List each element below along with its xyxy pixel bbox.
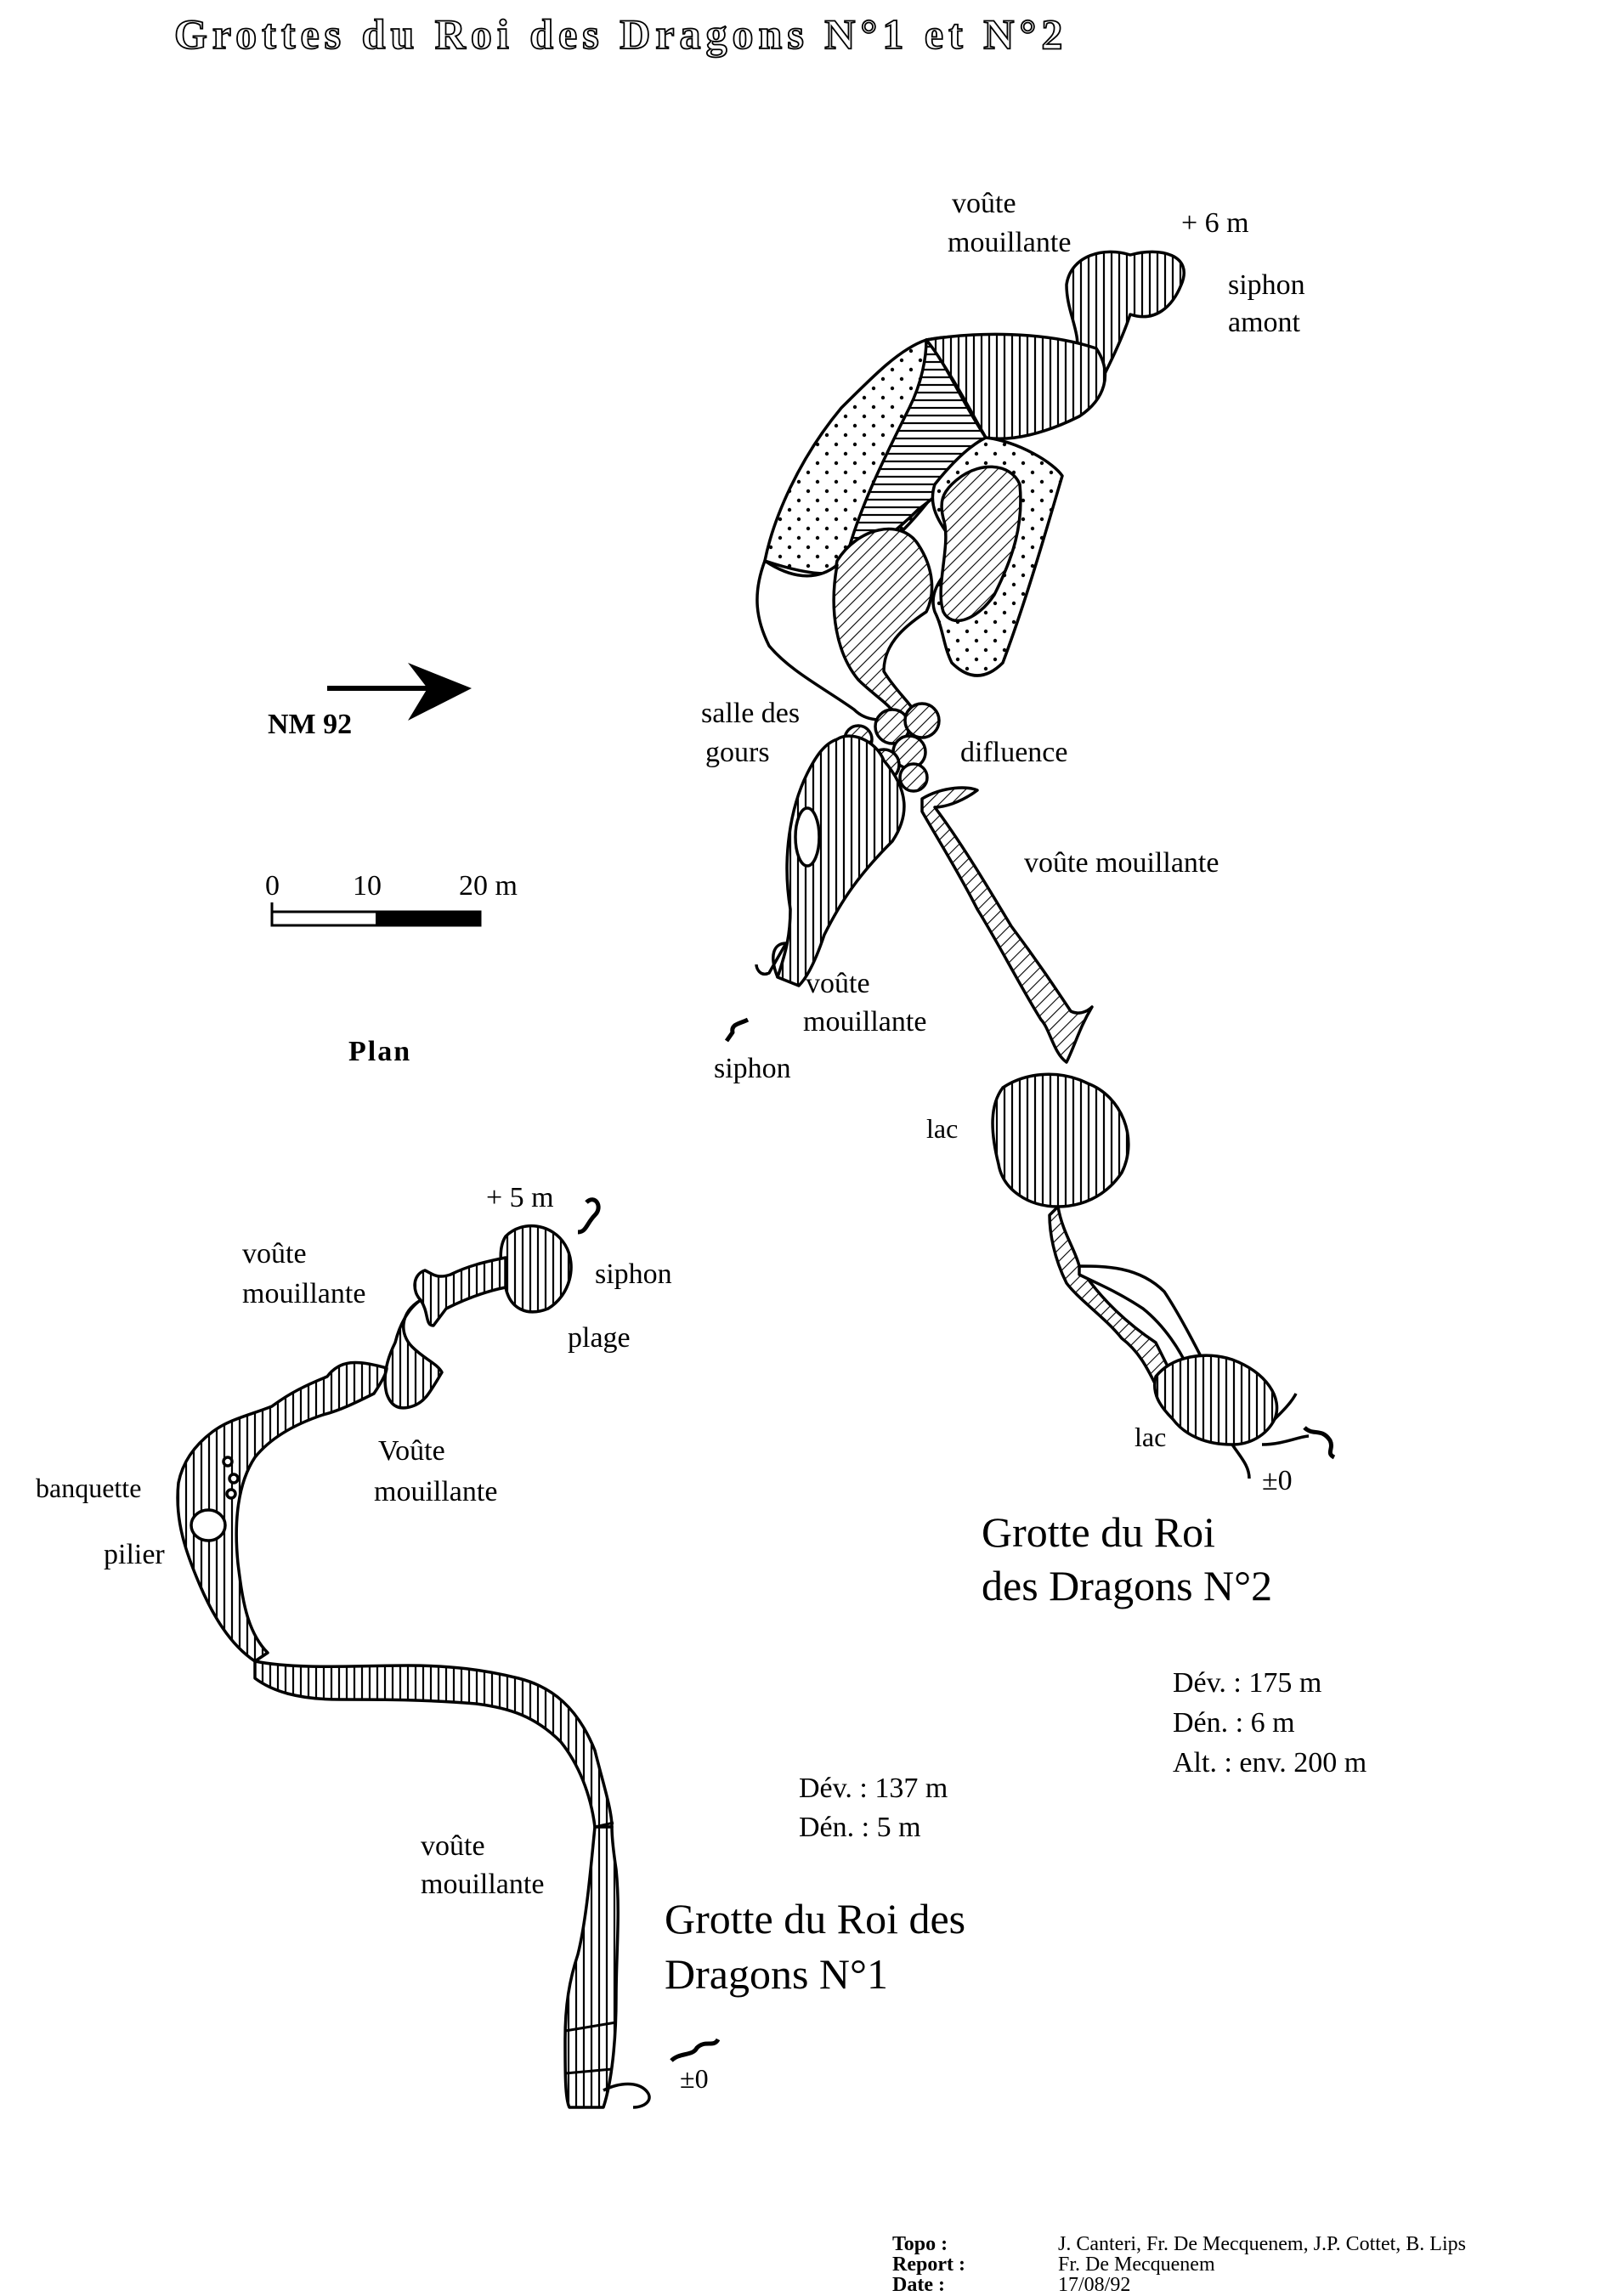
cave1-name-line1: Grotte du Roi des bbox=[665, 1895, 966, 1943]
cave2-stat-dev: Dév. : 175 m bbox=[1173, 1667, 1322, 1699]
cave1-label-plus5: + 5 m bbox=[486, 1182, 554, 1213]
north-arrow-icon bbox=[327, 663, 472, 721]
cave2-label-voute-top-2: mouillante bbox=[948, 227, 1072, 258]
plan-label: Plan bbox=[348, 1036, 412, 1067]
cave1-label-voute-low-1: voûte bbox=[421, 1830, 485, 1862]
scale-label-0: 0 bbox=[265, 870, 280, 902]
cave1-label-Voute-1: Voûte bbox=[378, 1435, 445, 1467]
cave2-name-line2: des Dragons N°2 bbox=[982, 1562, 1273, 1609]
north-label: NM 92 bbox=[268, 709, 353, 740]
cave2-name-line1: Grotte du Roi bbox=[982, 1508, 1215, 1556]
cave2-label-siphon-amont-2: amont bbox=[1228, 307, 1300, 338]
cave2-label-difluence: difluence bbox=[960, 737, 1068, 768]
cave1-label-plage: plage bbox=[568, 1322, 631, 1354]
credits-report-value: Fr. De Mecquenem bbox=[1058, 2254, 1215, 2276]
credits-date-value: 17/08/92 bbox=[1058, 2274, 1131, 2296]
scale-label-20: 20 m bbox=[459, 870, 518, 902]
scale-label-10: 10 bbox=[353, 870, 382, 902]
credits-topo-label: Topo : bbox=[892, 2233, 948, 2255]
cave-2-plan bbox=[724, 250, 1336, 1479]
cave2-label-siphon-amont-1: siphon bbox=[1228, 269, 1305, 301]
credits-report-label: Report : bbox=[892, 2254, 965, 2276]
cave2-label-lac-2: lac bbox=[1135, 1422, 1167, 1452]
cave2-label-salle-2: gours bbox=[705, 737, 770, 768]
cave1-label-pilier: pilier bbox=[104, 1539, 165, 1570]
cave1-label-banquette: banquette bbox=[36, 1473, 142, 1503]
cave2-label-voute-left-2: mouillante bbox=[803, 1006, 927, 1038]
credits-topo-value: J. Canteri, Fr. De Mecquenem, J.P. Cotte… bbox=[1058, 2233, 1466, 2255]
scale-bar bbox=[270, 902, 482, 927]
cave2-label-voute-right: voûte mouillante bbox=[1024, 847, 1219, 879]
cave1-label-Voute-2: mouillante bbox=[374, 1476, 498, 1507]
cave2-label-salle-1: salle des bbox=[701, 698, 801, 729]
cave2-label-plus6: + 6 m bbox=[1181, 207, 1249, 239]
cave1-label-voute-2: mouillante bbox=[242, 1278, 366, 1309]
cave1-label-siphon: siphon bbox=[595, 1258, 672, 1290]
cave2-label-voute-top-1: voûte bbox=[952, 188, 1016, 219]
credits-date-label: Date : bbox=[892, 2274, 945, 2296]
cave1-name-line2: Dragons N°1 bbox=[665, 1950, 889, 1998]
cave2-label-voute-left-1: voûte bbox=[806, 968, 870, 999]
cave2-stat-den: Dén. : 6 m bbox=[1173, 1707, 1295, 1739]
cave1-label-voute-low-2: mouillante bbox=[421, 1869, 545, 1900]
cave2-label-siphon: siphon bbox=[714, 1053, 791, 1084]
cave2-label-zero: ±0 bbox=[1262, 1465, 1293, 1496]
cave1-stat-den: Dén. : 5 m bbox=[799, 1812, 921, 1843]
map-title: Grottes du Roi des Dragons N°1 et N°2 bbox=[173, 10, 1068, 58]
cave-1-plan bbox=[176, 1197, 721, 2109]
cave1-label-zero: ±0 bbox=[680, 2063, 709, 2094]
cave2-stat-alt: Alt. : env. 200 m bbox=[1173, 1747, 1367, 1779]
cave2-label-lac-1: lac bbox=[926, 1113, 959, 1144]
cave1-label-voute-1: voûte bbox=[242, 1238, 307, 1270]
cave1-stat-dev: Dév. : 137 m bbox=[799, 1773, 948, 1804]
